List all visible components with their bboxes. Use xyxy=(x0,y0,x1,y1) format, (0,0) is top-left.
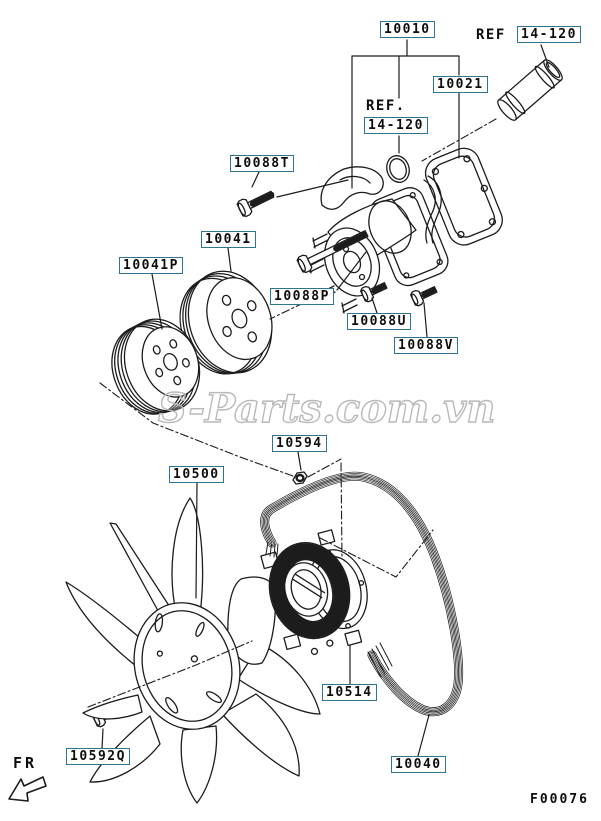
part-label-10594[interactable]: 10594 xyxy=(272,435,327,452)
part-label-10592Q[interactable]: 10592Q xyxy=(66,748,130,765)
part-label-10041[interactable]: 10041 xyxy=(201,231,256,248)
bypass-tube xyxy=(427,175,442,244)
ref-label-mid[interactable]: 14-120 xyxy=(364,117,428,134)
part-label-10500[interactable]: 10500 xyxy=(169,466,224,483)
part-label-10088V[interactable]: 10088V xyxy=(394,337,458,354)
part-label-10040[interactable]: 10040 xyxy=(391,756,446,773)
part-label-10088U[interactable]: 10088U xyxy=(347,313,411,330)
gasket xyxy=(424,147,503,246)
fan-clutch xyxy=(260,529,368,656)
ref-prefix-mid: REF. xyxy=(366,98,406,114)
front-marker-label: FR xyxy=(13,754,38,772)
part-label-10514[interactable]: 10514 xyxy=(322,684,377,701)
inlet-pipe xyxy=(497,59,563,121)
nut xyxy=(292,471,308,485)
bolt-10088V xyxy=(410,286,438,307)
bolt-10088U xyxy=(360,282,388,303)
cooling-fan xyxy=(65,497,321,804)
part-label-10041P[interactable]: 10041P xyxy=(119,257,183,274)
bolt-10088T xyxy=(236,190,275,217)
leader-lines xyxy=(101,39,550,757)
figure-code: F00076 xyxy=(530,792,589,807)
watermark: S-Parts.com.vn xyxy=(157,385,496,432)
front-direction-arrow xyxy=(8,776,47,802)
part-label-10021[interactable]: 10021 xyxy=(433,76,488,93)
ref-prefix-top: REF xyxy=(476,27,506,43)
ref-label-top[interactable]: 14-120 xyxy=(517,26,581,43)
water-pump xyxy=(308,166,449,314)
drive-belt xyxy=(265,476,459,712)
o-ring xyxy=(386,155,410,183)
part-label-10088T[interactable]: 10088T xyxy=(230,155,294,172)
bolt-10088P xyxy=(296,230,369,273)
part-label-10010[interactable]: 10010 xyxy=(380,21,435,38)
crankshaft-pulley xyxy=(111,318,201,415)
part-label-10088P[interactable]: 10088P xyxy=(270,288,334,305)
